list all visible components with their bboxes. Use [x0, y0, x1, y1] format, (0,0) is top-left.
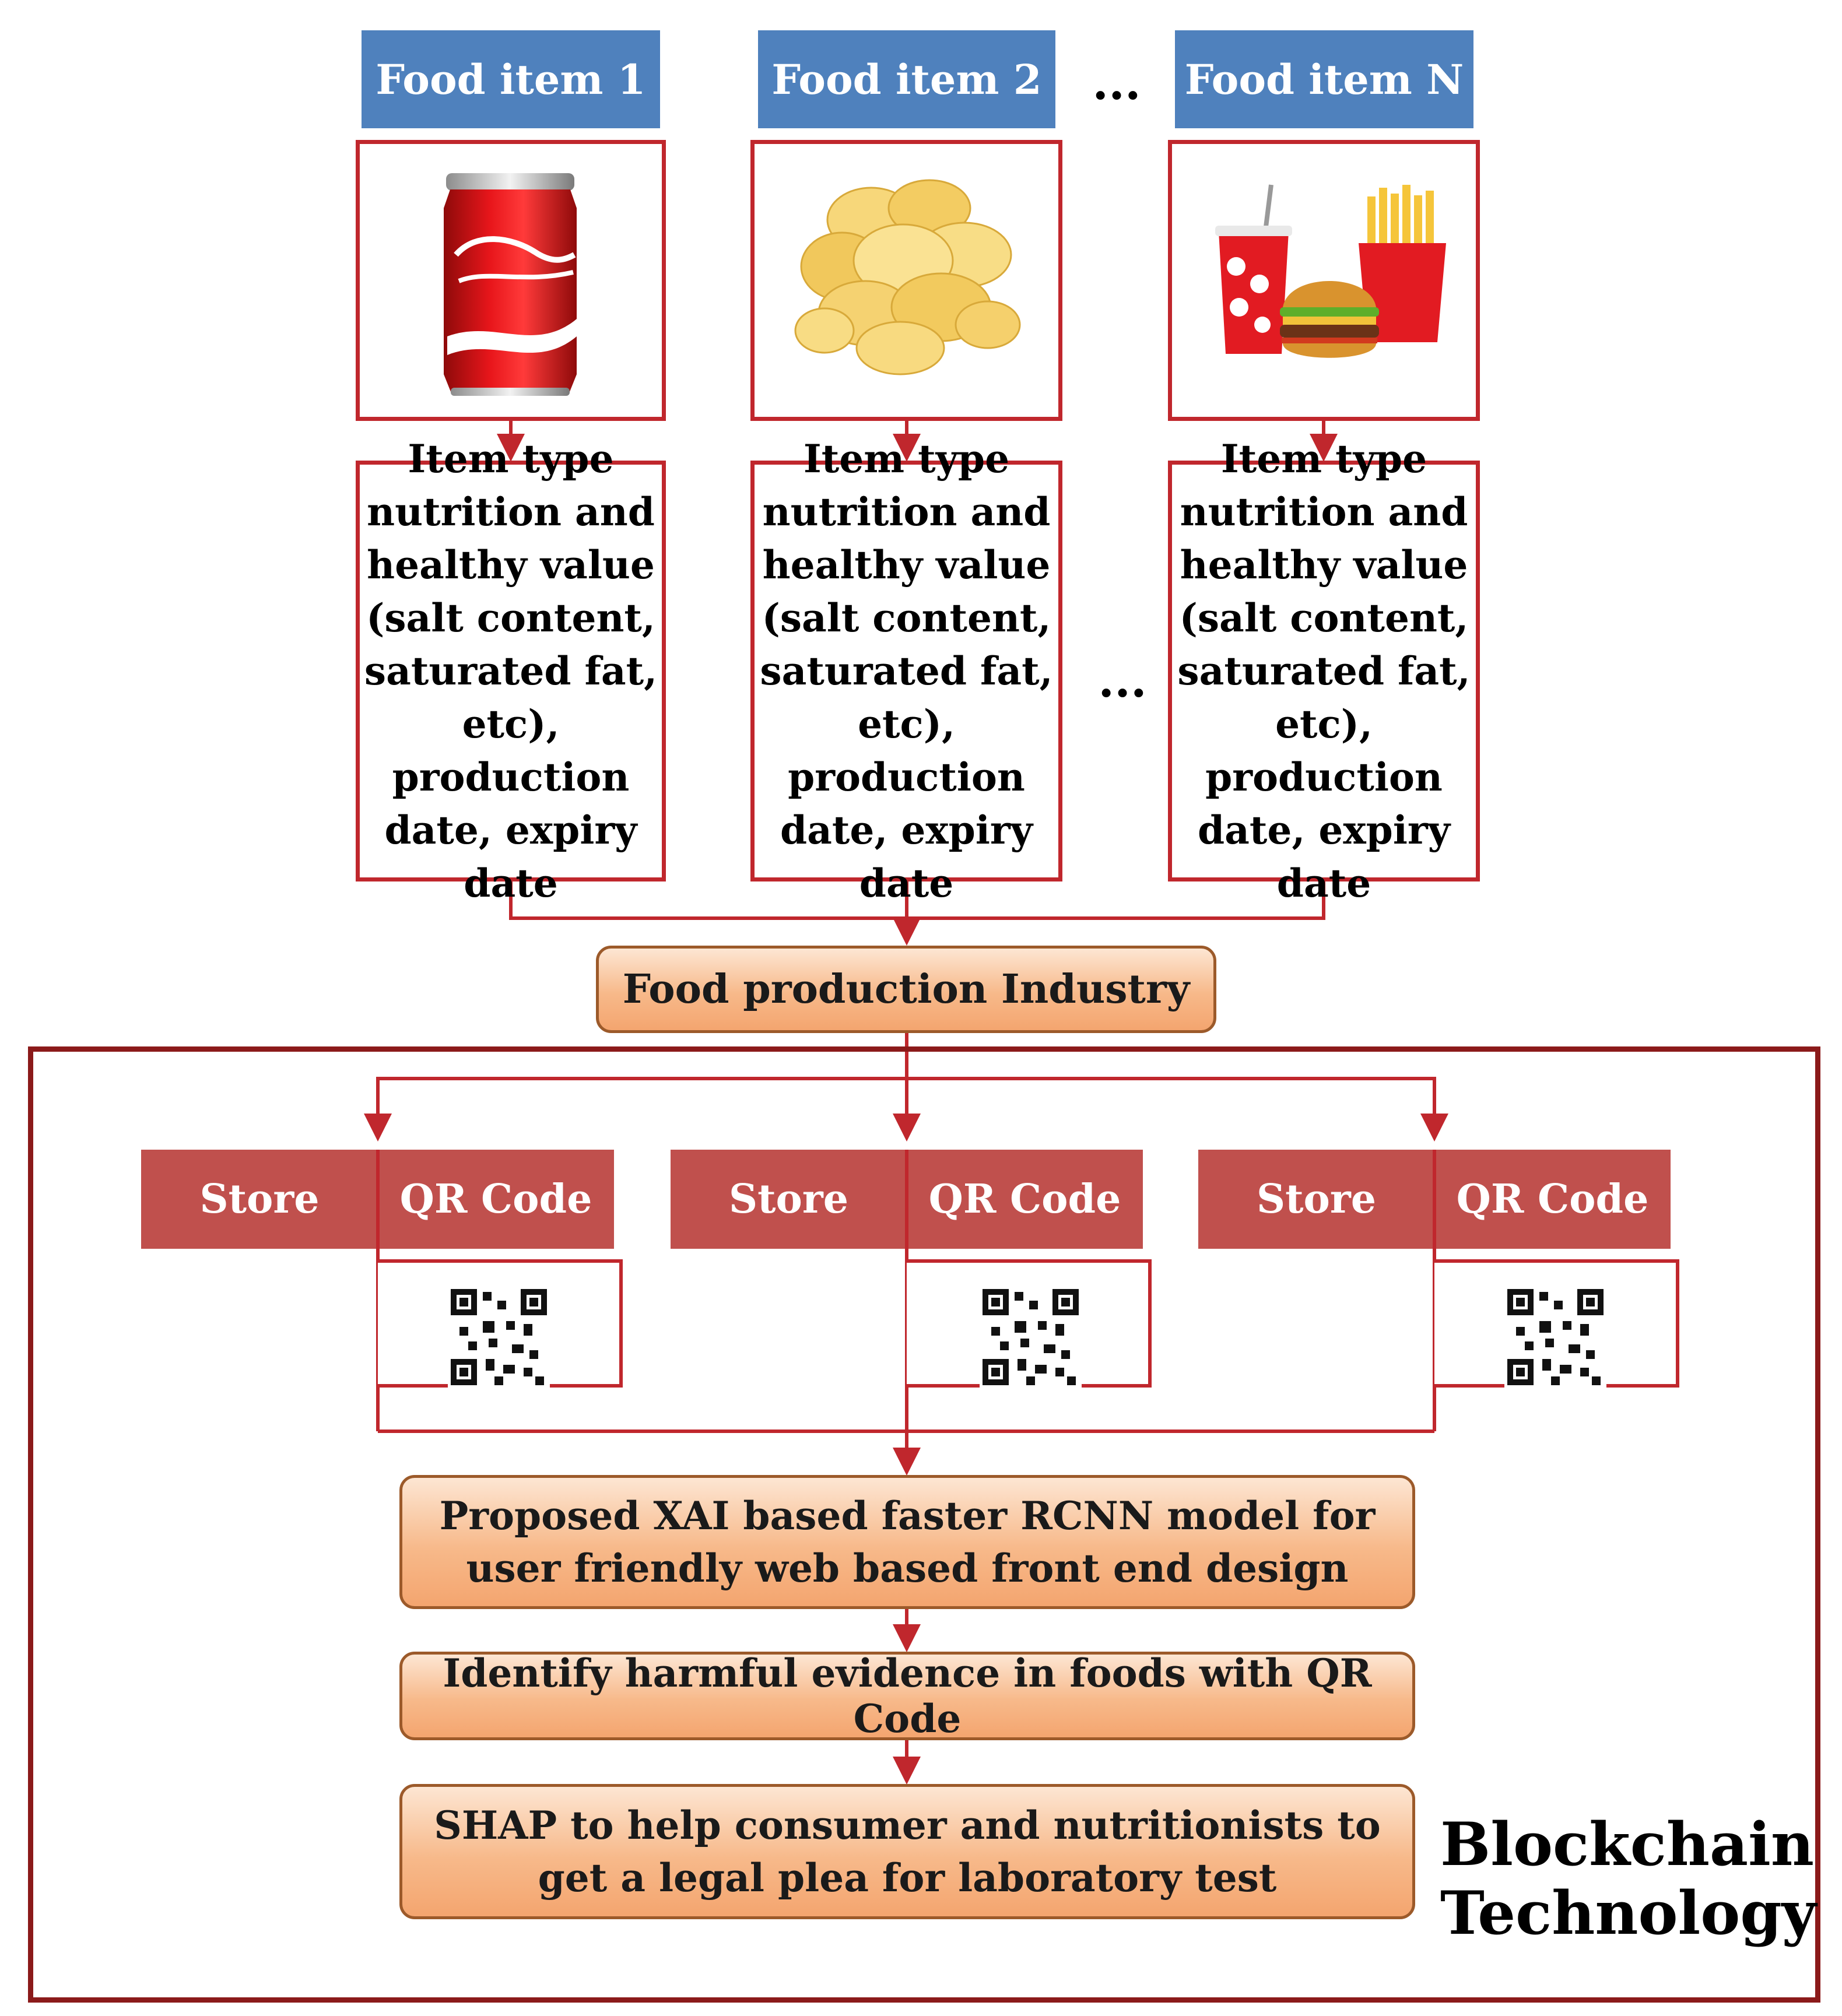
food-production-industry-box: Food production Industry: [596, 946, 1216, 1033]
blockchain-frame: [28, 1046, 1820, 2003]
food-item-1-header: Food item 1: [362, 30, 660, 128]
food-item-n-image-box: [1168, 140, 1480, 421]
shap-legal-plea-step: SHAP to help consumer and nutritionists …: [399, 1784, 1415, 1919]
xai-faster-rcnn-step: Proposed XAI based faster RCNN model for…: [399, 1475, 1415, 1609]
fast-food-icon: [1215, 184, 1446, 358]
store-3-divider: [1433, 1150, 1436, 1249]
identify-harmful-evidence-step: Identify harmful evidence in foods with …: [399, 1650, 1415, 1741]
blockchain-label-line1: Blockchain: [1440, 1810, 1815, 1880]
food-item-2-description: Item type nutrition and healthy value (s…: [750, 436, 1062, 906]
store-1-qr-label: QR Code: [378, 1150, 614, 1249]
food-item-1-description: Item type nutrition and healthy value (s…: [356, 436, 666, 906]
qr-code-icon: [980, 1286, 1082, 1388]
store-2-divider: [905, 1150, 908, 1249]
store-2-label: Store: [671, 1150, 907, 1249]
store-1-divider: [376, 1150, 380, 1249]
blockchain-technology-label: Blockchain Technology: [1440, 1810, 1816, 1948]
store-2-qr-label: QR Code: [907, 1150, 1143, 1249]
ellipsis-middle: ...: [1098, 653, 1147, 708]
ellipsis-top: ...: [1092, 55, 1141, 110]
food-item-2-image-box: [750, 140, 1062, 421]
food-item-2-header: Food item 2: [758, 30, 1055, 128]
potato-chips-icon: [794, 179, 1021, 375]
blockchain-label-line2: Technology: [1440, 1878, 1816, 1948]
store-3-label: Store: [1198, 1150, 1434, 1249]
qr-box-2: [907, 1259, 1152, 1388]
food-item-n-description: Item type nutrition and healthy value (s…: [1168, 436, 1480, 906]
store-1-label: Store: [141, 1150, 378, 1249]
qr-box-3: [1434, 1259, 1679, 1388]
cola-can-icon: [444, 173, 577, 396]
qr-code-icon: [1504, 1286, 1606, 1388]
food-item-n-header: Food item N: [1175, 30, 1473, 128]
qr-code-icon: [448, 1286, 550, 1388]
qr-box-1: [378, 1259, 623, 1388]
food-item-1-image-box: [356, 140, 666, 421]
store-3-qr-label: QR Code: [1434, 1150, 1671, 1249]
